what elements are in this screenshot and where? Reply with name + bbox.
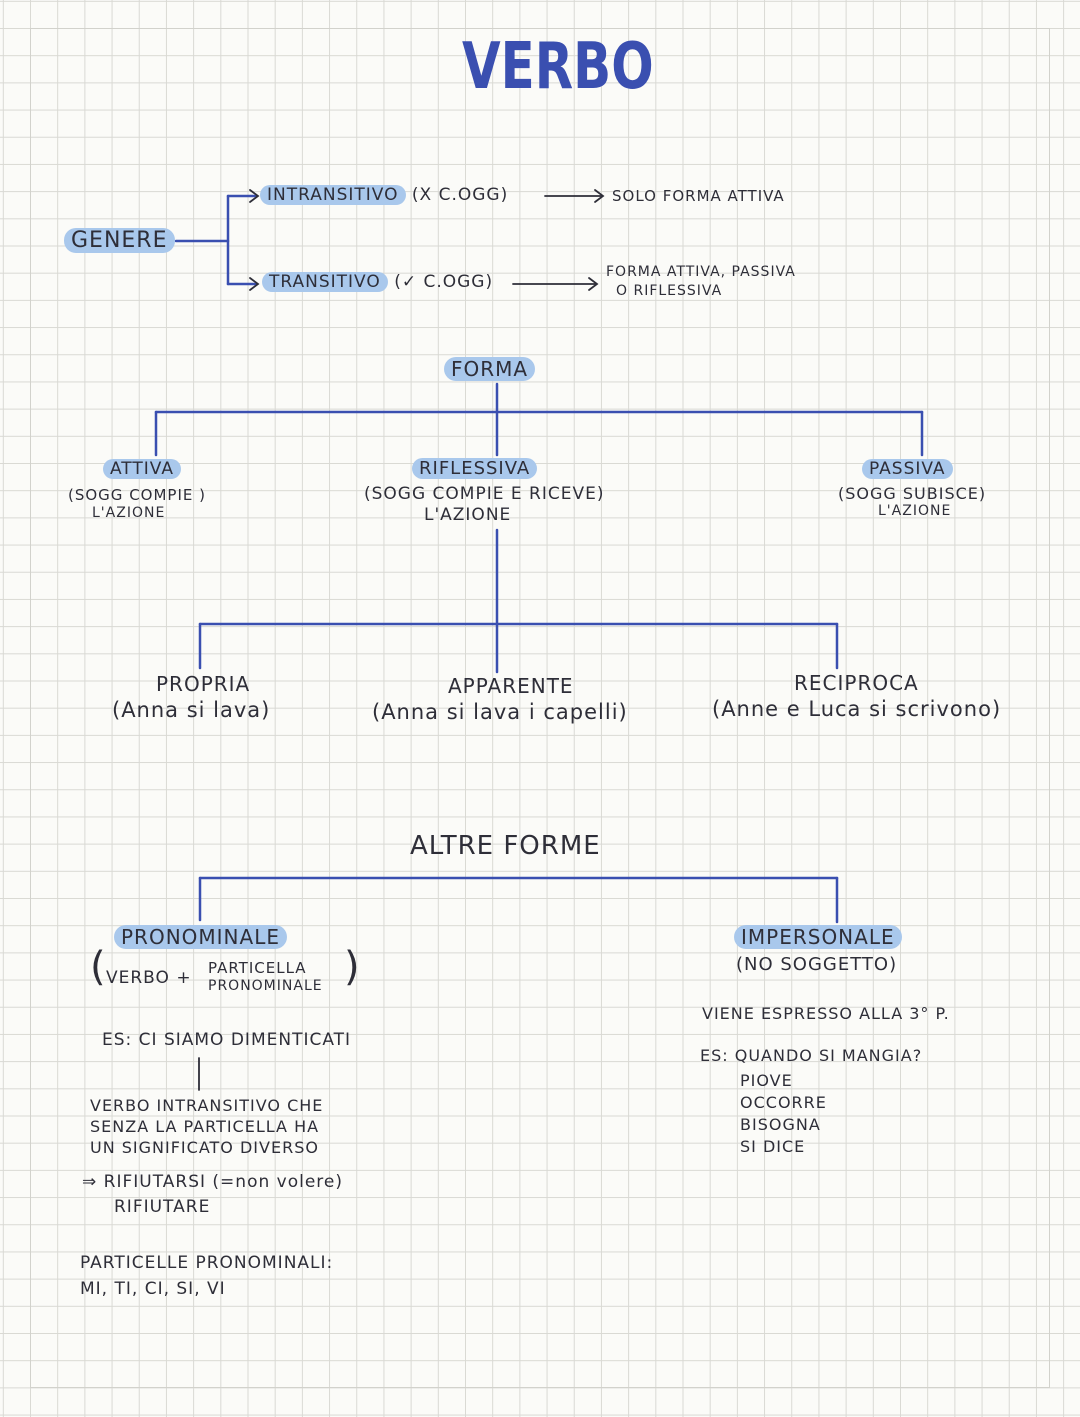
impersonale-example-2: OCCORRE <box>740 1093 827 1112</box>
passiva-node: PASSIVA <box>862 459 953 479</box>
attiva-node: ATTIVA <box>103 459 181 479</box>
propria-example: (Anna si lava) <box>112 698 271 722</box>
riflessiva-desc-line1: (SOGG COMPIE E RICEVE) <box>364 484 605 504</box>
attiva-desc-line1: (SOGG COMPIE ) <box>68 486 206 504</box>
impersonale-example-intro: ES: QUANDO SI MANGIA? <box>700 1046 923 1065</box>
riflessiva-node: RIFLESSIVA <box>412 458 538 479</box>
pronominale-note-line3: UN SIGNIFICATO DIVERSO <box>90 1138 319 1157</box>
intransitivo-result: SOLO FORMA ATTIVA <box>612 187 785 205</box>
transitivo-result-line1: FORMA ATTIVA, PASSIVA <box>606 264 796 280</box>
formula-pronominale: PRONOMINALE <box>208 978 323 994</box>
pronominale-arrow-line1: ⇒ RIFIUTARSI (=non volere) <box>82 1172 344 1192</box>
particelle-label: PARTICELLE PRONOMINALI: <box>80 1253 334 1273</box>
impersonale-label: IMPERSONALE <box>734 925 902 949</box>
impersonale-example-1: PIOVE <box>740 1071 793 1090</box>
formula-verbo: VERBO + <box>106 968 192 988</box>
genere-node: GENERE <box>64 228 175 253</box>
pronominale-formula: ( VERBO + PARTICELLA PRONOMINALE ) <box>90 944 370 1002</box>
attiva-label: ATTIVA <box>103 459 181 479</box>
propria-label: PROPRIA <box>156 672 251 696</box>
impersonale-note: VIENE ESPRESSO ALLA 3° P. <box>702 1004 950 1023</box>
passiva-desc-line1: (SOGG SUBISCE) <box>838 484 987 503</box>
intransitivo-label: INTRANSITIVO <box>260 185 406 205</box>
forma-label: FORMA <box>444 357 536 381</box>
attiva-desc-line2: L'AZIONE <box>92 505 166 521</box>
genere-label: GENERE <box>64 228 175 253</box>
riflessiva-label: RIFLESSIVA <box>412 458 538 479</box>
impersonale-node: IMPERSONALE <box>734 925 902 949</box>
passiva-desc-line2: L'AZIONE <box>878 503 952 519</box>
particelle-list: MI, TI, CI, SI, VI <box>80 1279 226 1299</box>
transitivo-result-line2: O RIFLESSIVA <box>616 283 723 299</box>
pronominale-example: ES: CI SIAMO DIMENTICATI <box>102 1030 352 1050</box>
pronominale-note-line2: SENZA LA PARTICELLA HA <box>90 1117 320 1136</box>
pronominale-label: PRONOMINALE <box>114 925 287 949</box>
impersonale-example-3: BISOGNA <box>740 1115 821 1134</box>
reciproca-label: RECIPROCA <box>794 671 919 695</box>
formula-paren-close: ) <box>344 944 361 990</box>
pronominale-node: PRONOMINALE <box>114 925 287 949</box>
apparente-label: APPARENTE <box>448 674 574 698</box>
impersonale-desc: (NO SOGGETTO) <box>736 954 898 975</box>
intransitivo-note: (X C.OGG) <box>411 185 509 205</box>
pronominale-arrow-line2: RIFIUTARE <box>114 1197 211 1217</box>
impersonale-example-4: SI DICE <box>740 1137 806 1156</box>
reciproca-example: (Anne e Luca si scrivono) <box>712 697 1002 721</box>
transitivo-label: TRANSITIVO <box>262 272 388 292</box>
page-title: VERBO <box>462 30 654 104</box>
riflessiva-desc-line2: L'AZIONE <box>424 505 512 525</box>
forma-node: FORMA <box>444 357 536 381</box>
transitivo-note: (✓ C.OGG) <box>394 272 494 292</box>
formula-paren-open: ( <box>90 944 107 990</box>
altre-forme-label: ALTRE FORME <box>410 831 601 861</box>
intransitivo-node: INTRANSITIVO (X C.OGG) <box>260 185 508 205</box>
formula-particella: PARTICELLA <box>208 959 307 977</box>
passiva-label: PASSIVA <box>862 459 953 479</box>
pronominale-note-line1: VERBO INTRANSITIVO CHE <box>90 1096 324 1115</box>
transitivo-node: TRANSITIVO (✓ C.OGG) <box>262 272 493 292</box>
apparente-example: (Anna si lava i capelli) <box>372 700 628 724</box>
